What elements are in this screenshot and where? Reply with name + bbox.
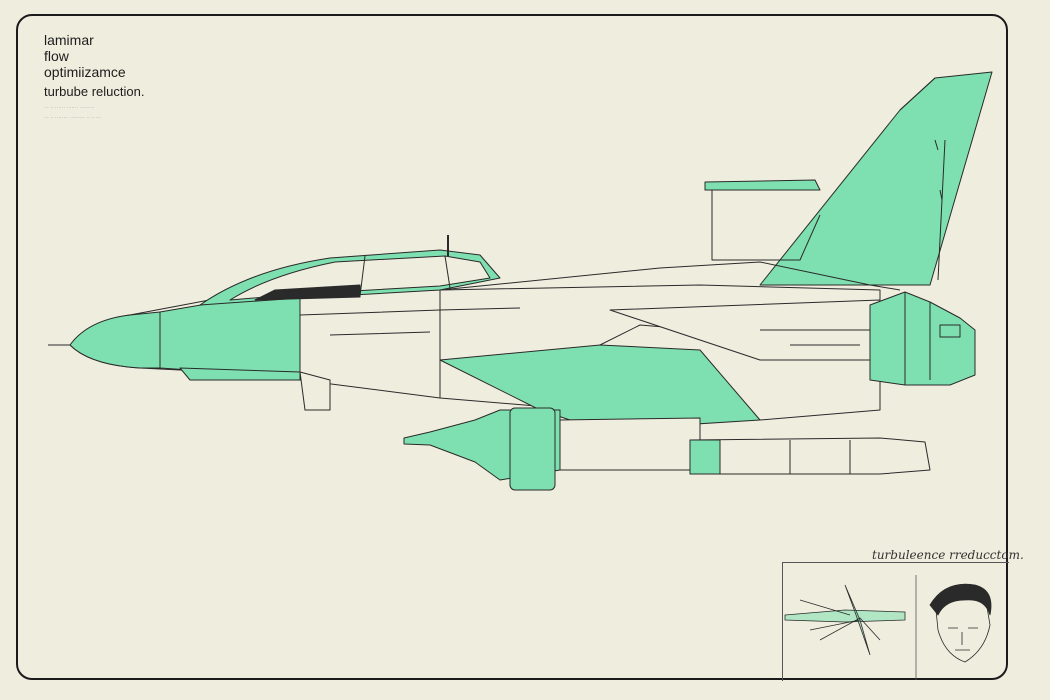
mini-jet-sketch	[784, 609, 906, 623]
fuselage-spine	[439, 261, 901, 291]
dorsal-box	[704, 179, 821, 191]
drawing-frame	[16, 14, 1008, 680]
annotation-notes: lamimar flow optimiizamce turbube reluct…	[44, 32, 144, 120]
air-intake	[299, 371, 331, 411]
note-line-3: optimiizamce	[44, 64, 126, 80]
note-line-1: lamimar	[44, 32, 94, 48]
face-sketch	[929, 583, 992, 663]
fine-print-1: ··· ·· ······ ······· ·········	[44, 106, 95, 110]
note-line-4: turbube reluction.	[44, 84, 145, 99]
tail-fin	[759, 71, 993, 286]
inset-title: turbuleence rreducctom.	[872, 548, 1024, 562]
inset-panel	[782, 562, 1009, 681]
engine-exhaust	[869, 291, 976, 386]
note-line-2: flow	[44, 48, 69, 64]
fine-print-2: ··· ·· ········ ········· ·· ·· ···	[44, 116, 102, 120]
